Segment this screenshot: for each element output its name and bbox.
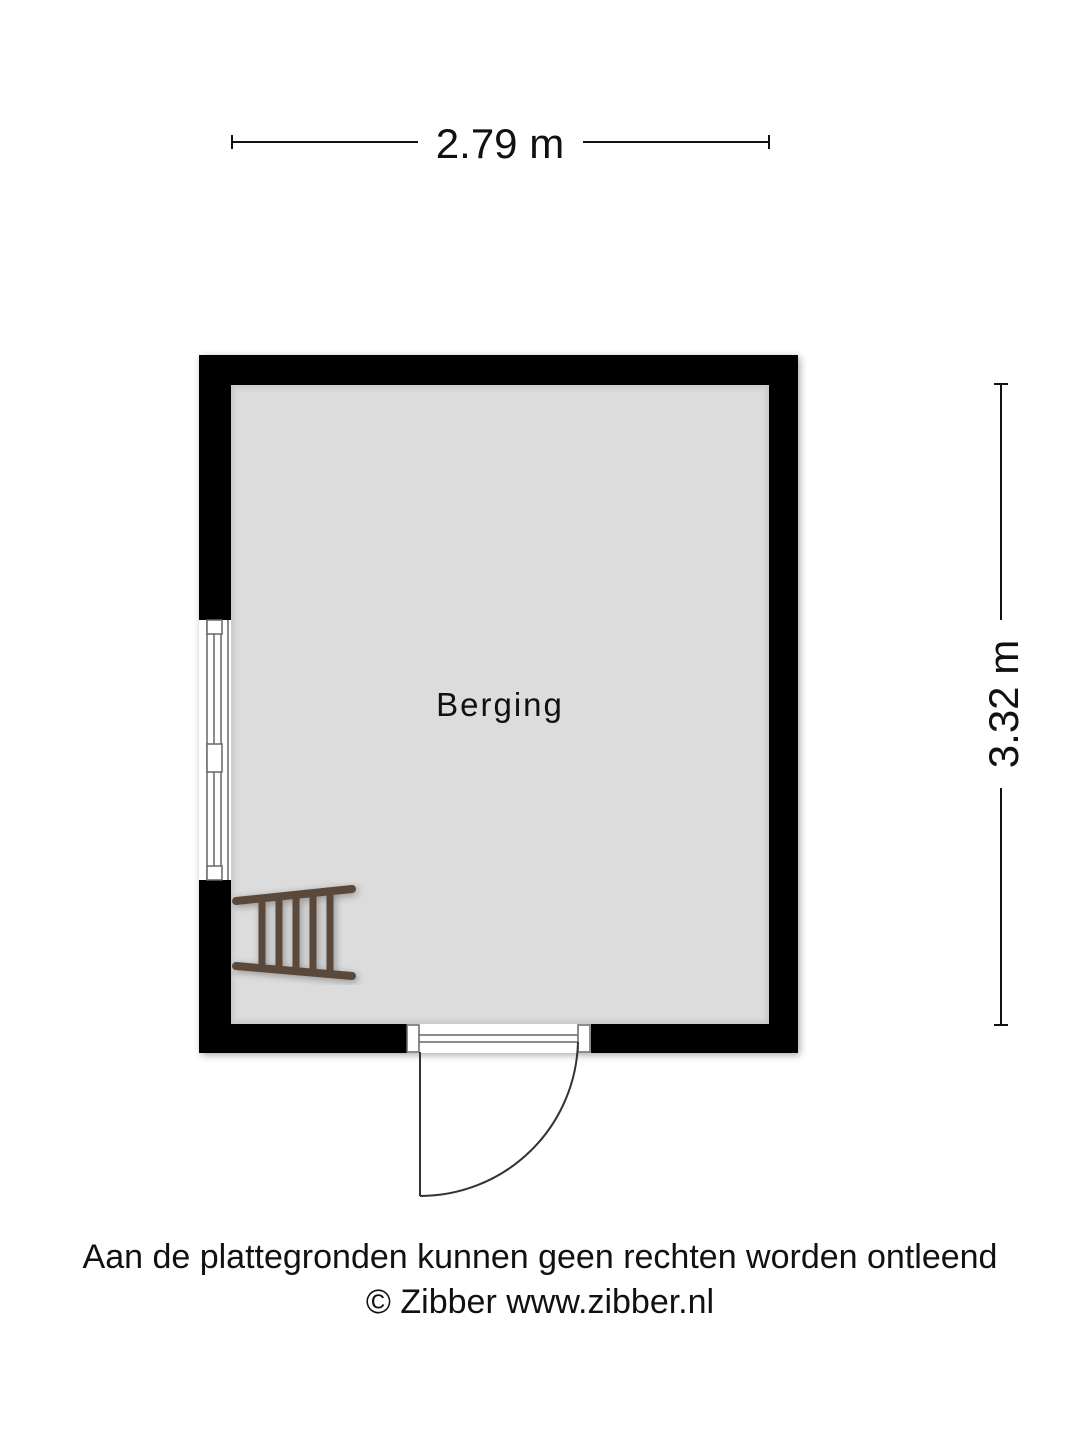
- window-left: [199, 619, 231, 881]
- height-dimension-label: 3.32 m: [980, 640, 1027, 768]
- width-dimension: 2.79 m: [231, 120, 770, 167]
- ladder-icon: [232, 885, 356, 980]
- door-jamb-right: [577, 1024, 591, 1053]
- height-dimension: 3.32 m: [980, 383, 1027, 1026]
- room-floor: [231, 385, 769, 1024]
- window-frame-top: [206, 619, 223, 635]
- door-opening: [407, 1024, 591, 1053]
- width-dimension-label: 2.79 m: [436, 120, 564, 167]
- door-swing-arc: [419, 1041, 579, 1197]
- window-frame-bottom: [206, 865, 223, 881]
- credit-text: © Zibber www.zibber.nl: [365, 1283, 715, 1321]
- window-frame-middle: [206, 743, 223, 773]
- door-bottom: [406, 1024, 591, 1197]
- room-label: Berging: [436, 686, 564, 723]
- door-jamb-left: [406, 1024, 420, 1053]
- disclaimer-text: Aan de plattegronden kunnen geen rechten…: [82, 1238, 998, 1276]
